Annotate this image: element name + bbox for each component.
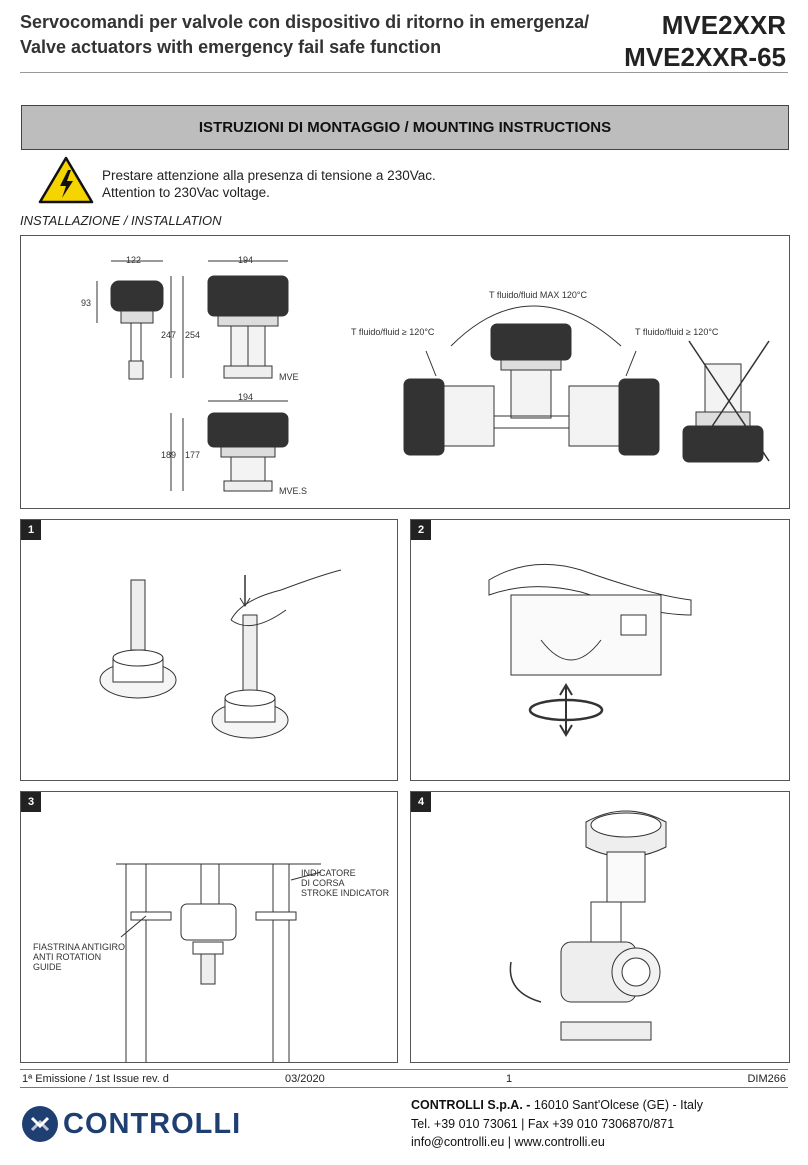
warning-text-italian: Prestare attenzione alla presenza di ten… [102, 168, 436, 183]
stroke-indicator-label-2: DI CORSA [301, 878, 345, 888]
issue-date: 03/2020 [285, 1073, 325, 1085]
installation-drawing: 122 194 93 247 254 MVE 194 189 177 MVE.S… [81, 255, 770, 496]
label-mve: MVE [279, 372, 299, 382]
step-2-number: 2 [411, 520, 431, 540]
company-logo-text: CONTROLLI [63, 1108, 242, 1140]
step-1-number: 1 [21, 520, 41, 540]
installation-label: INSTALLAZIONE / INSTALLATION [20, 213, 222, 228]
label-mves: MVE.S [279, 486, 307, 496]
company-address: 16010 Sant'Olcese (GE) - Italy [530, 1098, 704, 1112]
dim-194-mve: 194 [238, 255, 253, 265]
controlli-logo-icon [22, 1106, 58, 1142]
step-4-panel: 4 [410, 791, 790, 1063]
temp-left-label: T fluido/fluid ≥ 120°C [351, 327, 435, 337]
anti-rotation-guide-label-3: GUIDE [33, 962, 62, 972]
warning-text-english: Attention to 230Vac voltage. [102, 185, 270, 200]
dim-194-mves: 194 [238, 392, 253, 402]
step-2-illustration [488, 563, 692, 737]
temp-max-label: T fluido/fluid MAX 120°C [489, 290, 587, 300]
document-title-english: Valve actuators with emergency fail safe… [20, 37, 442, 57]
temp-right-label: T fluido/fluid ≥ 120°C [635, 327, 719, 337]
document-title-italian: Servocomandi per valvole con dispositivo… [20, 12, 590, 32]
step-3-panel: 3 INDICATORE DI CORSA STROKE INDICATOR F… [20, 791, 398, 1063]
forbidden-orientation-drawing [682, 340, 770, 463]
footer-divider-bottom [20, 1087, 788, 1088]
issue-revision: 1ª Emissione / 1st Issue rev. d [22, 1073, 169, 1085]
actuator-mve-view [170, 260, 289, 379]
stroke-indicator-label-3: STROKE INDICATOR [301, 888, 390, 898]
step-4-number: 4 [411, 792, 431, 812]
anti-rotation-guide-label-1: FIASTRINA ANTIGIRO [33, 942, 125, 952]
company-web: info@controlli.eu | www.controlli.eu [411, 1135, 605, 1149]
dim-177: 177 [185, 450, 200, 460]
step-1-panel: 1 [20, 519, 398, 781]
company-name: CONTROLLI S.p.A. - [411, 1098, 531, 1112]
actuator-side-view-small [96, 260, 164, 380]
stroke-indicator-label-1: INDICATORE [301, 868, 356, 878]
header-divider [20, 72, 788, 73]
dim-254: 254 [185, 330, 200, 340]
step-4-illustration [509, 810, 667, 1041]
step-3-number: 3 [21, 792, 41, 812]
anti-rotation-guide-label-2: ANTI ROTATION [33, 952, 101, 962]
page-number: 1 [506, 1073, 513, 1085]
installation-drawing-panel: 122 194 93 247 254 MVE 194 189 177 MVE.S… [20, 235, 790, 509]
company-name-address: CONTROLLI S.p.A. - 16010 Sant'Olcese (GE… [411, 1098, 703, 1112]
section-banner: ISTRUZIONI DI MONTAGGIO / MOUNTING INSTR… [21, 105, 789, 150]
model-code-2: MVE2XXR-65 [624, 42, 786, 72]
step-3-illustration: INDICATORE DI CORSA STROKE INDICATOR FIA… [33, 863, 390, 1062]
document-code: DIM266 [747, 1073, 786, 1085]
step-2-panel: 2 [410, 519, 790, 781]
dim-122: 122 [126, 255, 141, 265]
company-phone: Tel. +39 010 73061 | Fax +39 010 7306870… [411, 1117, 675, 1131]
high-voltage-warning-icon [38, 156, 94, 204]
dim-189: 189 [161, 450, 176, 460]
model-code-1: MVE2XXR [661, 10, 786, 40]
actuator-mves-view [170, 400, 289, 492]
step-1-illustration [99, 569, 342, 739]
dim-247: 247 [161, 330, 176, 340]
footer-divider-top [20, 1069, 788, 1070]
dim-93: 93 [81, 298, 91, 308]
mounting-orientation-drawing [403, 305, 660, 456]
